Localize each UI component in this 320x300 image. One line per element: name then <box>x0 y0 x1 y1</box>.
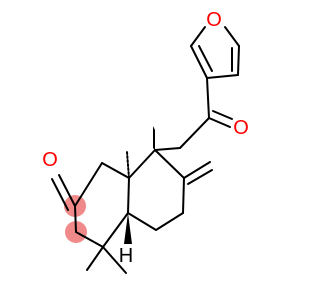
decalin-core <box>51 126 213 274</box>
bond-c2-o-double <box>51 178 69 211</box>
wedge-c5-h <box>124 213 132 244</box>
bond-c4-methyl-a <box>86 246 104 271</box>
bond-c3-c4 <box>75 231 104 248</box>
bond-furan-c3-c4 <box>206 74 239 79</box>
bond-c10-c1 <box>101 162 130 179</box>
bond-c10-methyl <box>126 151 130 179</box>
bond-c7-c6 <box>155 212 184 231</box>
bond-c5-c10 <box>127 177 130 214</box>
bond-furan-o-c5 <box>224 26 240 47</box>
bond-c4-methyl-b <box>102 246 127 274</box>
bond-furan-carbonyl <box>206 77 210 119</box>
bond-c4-c5 <box>102 212 129 248</box>
bond-furan-o-c2 <box>190 26 206 47</box>
bond-furan-c4-c5 <box>237 45 240 76</box>
bond-c8-methylene <box>183 161 211 179</box>
bond-c10-c9 <box>128 149 156 179</box>
wedge-c9-ch2 <box>153 126 155 150</box>
furan-oxygen-label: O <box>206 9 222 31</box>
bond-carbonyl-oxygen <box>208 117 231 128</box>
bond-carbonyl-ch2 <box>179 117 210 149</box>
bond-carbonyl-oxygen-double <box>212 110 233 120</box>
bond-c8-methylene-double <box>187 169 213 185</box>
bond-c8-c7 <box>182 177 185 214</box>
stereo-hydrogen-label: H <box>119 245 133 267</box>
ring-ketone-oxygen-label: O <box>42 149 58 171</box>
bond-furan-c2-c3-double <box>198 45 213 72</box>
bond-c1-c2 <box>74 162 103 207</box>
ketone-oxygen-label: O <box>233 117 249 139</box>
bond-c6-c5 <box>127 212 157 231</box>
bond-c2-c3 <box>74 205 77 233</box>
bond-ch2-c9 <box>154 147 181 151</box>
bond-c2-o <box>58 174 76 207</box>
furan-ring <box>190 26 240 79</box>
acyl-chain <box>179 77 233 149</box>
bond-c9-c8 <box>154 149 185 179</box>
bond-furan-c2-c3 <box>190 45 208 79</box>
molecule-structure: O O O H <box>42 9 249 274</box>
